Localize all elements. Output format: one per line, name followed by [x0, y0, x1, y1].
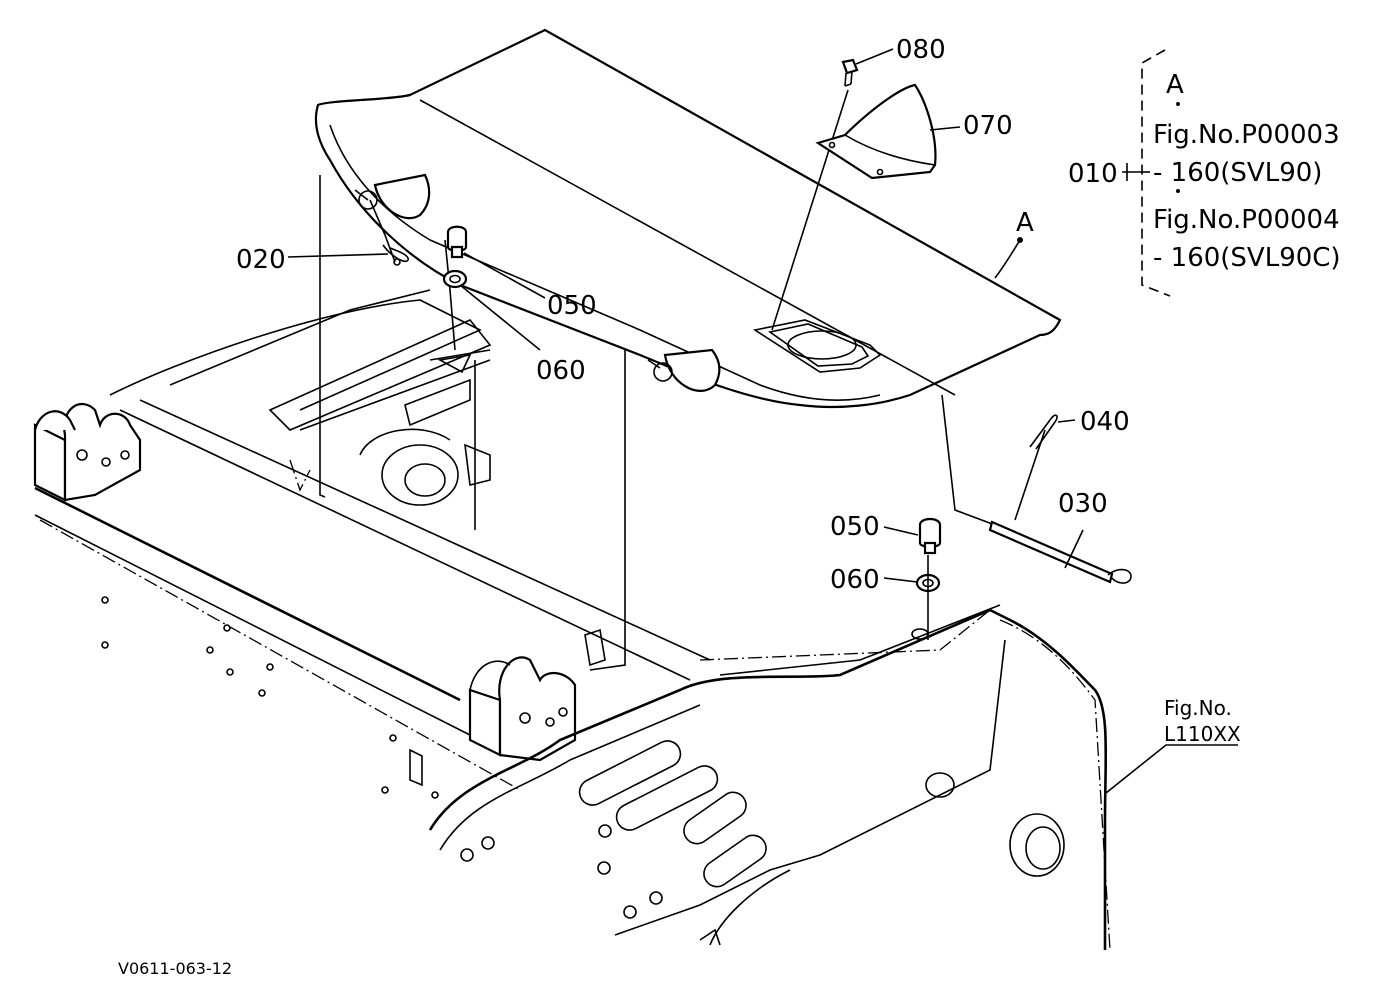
marker-a-label: A [1016, 208, 1034, 238]
part-070-cap [815, 83, 937, 180]
chassis-frame [33, 289, 1111, 951]
part-050-bumper-upper [446, 225, 468, 259]
label-070: 070 [963, 111, 1013, 141]
label-050-lower: 050 [830, 512, 880, 542]
part-050-bumper-lower [918, 517, 942, 555]
label-060-upper: 060 [536, 356, 586, 386]
engine-internals [289, 349, 606, 667]
label-060-lower: 060 [830, 565, 880, 595]
figure-ref-line-1: Fig.No. [1164, 696, 1232, 720]
part-040-cotter-pin [1014, 414, 1058, 521]
part-labels: 080 070 010 020 050 060 040 030 050 060 … [236, 35, 1130, 595]
reference-marker: A [1166, 70, 1184, 100]
reference-bracket [1122, 49, 1180, 297]
label-050-upper: 050 [547, 291, 597, 321]
reference-lines [319, 89, 996, 671]
frame-holes [101, 596, 439, 799]
part-030-prop-rod [988, 520, 1132, 584]
reference-line-1: Fig.No.P00003 [1153, 120, 1340, 150]
label-030: 030 [1058, 489, 1108, 519]
label-010: 010 [1068, 159, 1118, 189]
reference-box-text: A Fig.No.P00003 - 160(SVL90) Fig.No.P000… [1153, 70, 1341, 273]
leader-lines [287, 48, 1238, 794]
reference-line-2: - 160(SVL90) [1153, 158, 1322, 188]
part-080-bolt [841, 58, 859, 87]
engine-hood [314, 28, 1062, 409]
figure-reference: Fig.No. L110XX [1164, 696, 1241, 746]
left-bracket [33, 403, 142, 502]
drawing-code: V0611-063-12 [118, 959, 232, 978]
part-060-nut-upper [442, 269, 468, 289]
label-020: 020 [236, 245, 286, 275]
center-bracket [468, 656, 577, 762]
reference-line-4: - 160(SVL90C) [1153, 243, 1341, 273]
part-020-clip [369, 199, 409, 266]
label-040: 040 [1080, 407, 1130, 437]
figure-ref-line-2: L110XX [1164, 722, 1241, 746]
hood-grommet [752, 319, 882, 373]
label-080: 080 [896, 35, 946, 65]
reference-line-3: Fig.No.P00004 [1153, 205, 1340, 235]
right-side-plate [428, 604, 1111, 951]
